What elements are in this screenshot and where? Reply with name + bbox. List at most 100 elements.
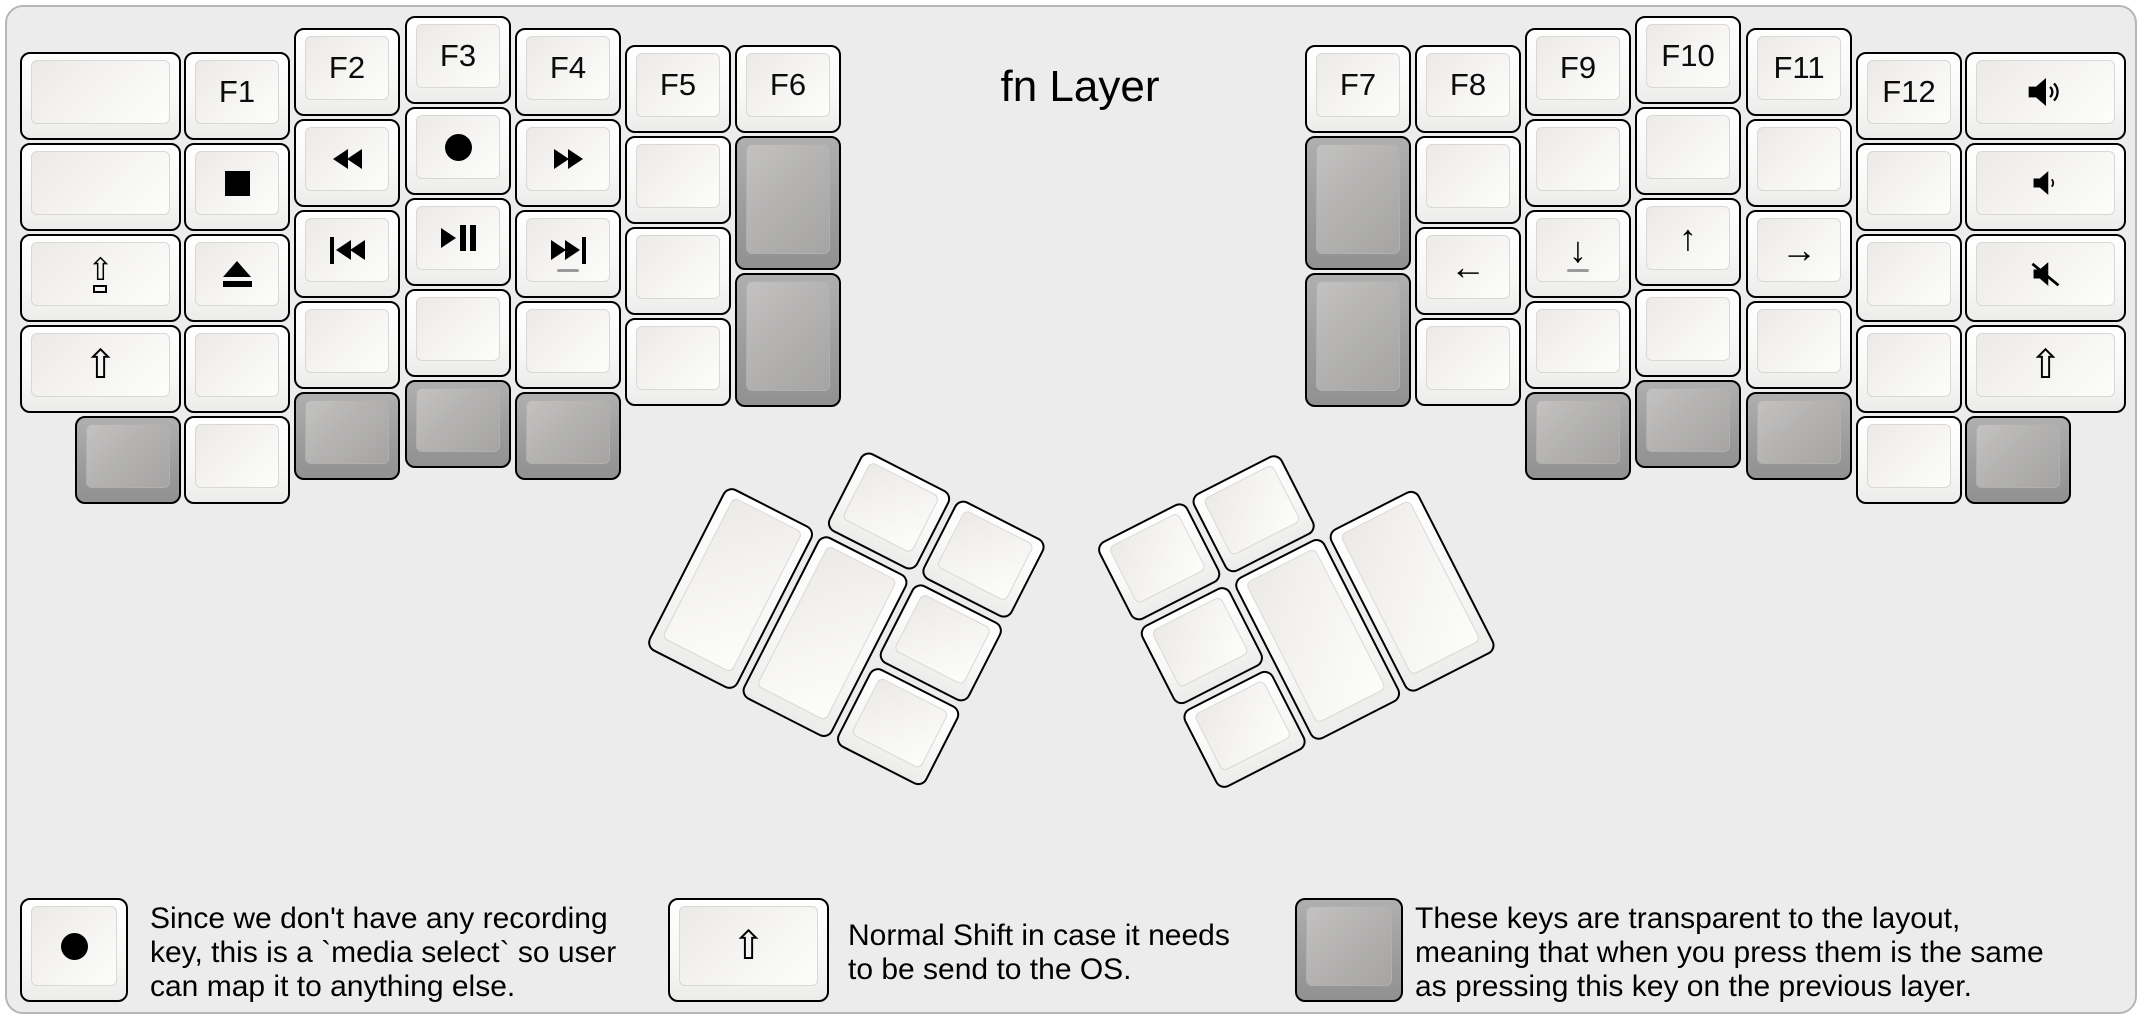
keytop (1976, 151, 2115, 215)
keytop (1867, 333, 1951, 397)
key-transparent[interactable] (75, 416, 181, 504)
keytop (1646, 388, 1730, 452)
key-shift[interactable]: ⇧ (20, 325, 181, 413)
key-f9[interactable]: F9 (1525, 28, 1631, 116)
key-f7[interactable]: F7 (1305, 45, 1411, 133)
key-legend-record[interactable] (20, 898, 128, 1002)
shift-icon: ⇧ (83, 343, 118, 387)
key-blank[interactable] (1525, 301, 1631, 389)
key-transparent[interactable] (1525, 392, 1631, 480)
keytop (636, 326, 720, 390)
key-transparent[interactable] (294, 392, 400, 480)
key-f1[interactable]: F1 (184, 52, 290, 140)
key-blank[interactable] (1856, 234, 1962, 322)
key-rewind[interactable] (294, 119, 400, 207)
key-transparent[interactable] (1965, 416, 2071, 504)
key-blank[interactable] (625, 227, 731, 315)
key-blank[interactable] (294, 301, 400, 389)
key-transparent[interactable] (405, 380, 511, 468)
key-stop[interactable] (184, 143, 290, 231)
key-caps-lock[interactable]: ⇧ (20, 234, 181, 322)
key-previous-track[interactable] (294, 210, 400, 298)
key-legend-transparent[interactable] (1295, 898, 1403, 1002)
key-blank[interactable] (1525, 119, 1631, 207)
key-f8[interactable]: F8 (1415, 45, 1521, 133)
key-next-track[interactable] (515, 210, 621, 298)
key-f4[interactable]: F4 (515, 28, 621, 116)
keytop (526, 309, 610, 373)
key-f6[interactable]: F6 (735, 45, 841, 133)
key-transparent[interactable] (1305, 273, 1411, 407)
key-arrow-right[interactable]: → (1746, 210, 1852, 298)
key-arrow-left[interactable]: ← (1415, 227, 1521, 315)
key-f2[interactable]: F2 (294, 28, 400, 116)
keytop (746, 281, 830, 391)
keytop (746, 144, 830, 254)
key-transparent[interactable] (735, 136, 841, 270)
key-blank[interactable] (1746, 301, 1852, 389)
key-f5[interactable]: F5 (625, 45, 731, 133)
keytop (1536, 400, 1620, 464)
volume-down-icon (2033, 171, 2054, 195)
key-label: F3 (439, 38, 477, 73)
next-track-icon (550, 236, 586, 264)
keytop: ⇧ (1976, 333, 2115, 397)
key-arrow-up[interactable]: ↑ (1635, 198, 1741, 286)
key-f3[interactable]: F3 (405, 16, 511, 104)
previous-track-icon (329, 236, 365, 264)
keytop: ← (1426, 235, 1510, 299)
key-blank[interactable] (20, 143, 181, 231)
key-transparent[interactable] (1305, 136, 1411, 270)
key-transparent[interactable] (1746, 392, 1852, 480)
key-blank[interactable] (184, 325, 290, 413)
keytop (31, 906, 117, 986)
key-legend-shift[interactable]: ⇧ (668, 898, 829, 1002)
keytop (195, 333, 279, 397)
key-blank[interactable] (405, 289, 511, 377)
key-fast-forward[interactable] (515, 119, 621, 207)
key-f11[interactable]: F11 (1746, 28, 1852, 116)
key-blank[interactable] (1856, 416, 1962, 504)
keytop: F7 (1316, 53, 1400, 117)
key-blank[interactable] (1415, 136, 1521, 224)
keytop (1536, 309, 1620, 373)
stop-icon (224, 170, 250, 196)
key-transparent[interactable] (735, 273, 841, 407)
keytop: F2 (305, 36, 389, 100)
key-f12[interactable]: F12 (1856, 52, 1962, 140)
key-mute[interactable] (1965, 234, 2126, 322)
keytop: → (1757, 218, 1841, 282)
key-record[interactable] (405, 107, 511, 195)
key-blank[interactable] (184, 416, 290, 504)
key-transparent[interactable] (1635, 380, 1741, 468)
keytop (31, 60, 170, 124)
key-transparent[interactable] (515, 392, 621, 480)
key-shift[interactable]: ⇧ (1965, 325, 2126, 413)
key-blank[interactable] (625, 136, 731, 224)
key-blank[interactable] (625, 318, 731, 406)
play-pause-icon (440, 225, 476, 251)
key-blank[interactable] (1635, 107, 1741, 195)
key-play-pause[interactable] (405, 198, 511, 286)
key-f10[interactable]: F10 (1635, 16, 1741, 104)
key-label: F10 (1661, 38, 1715, 73)
key-blank[interactable] (1635, 289, 1741, 377)
key-blank[interactable] (20, 52, 181, 140)
key-blank[interactable] (1415, 318, 1521, 406)
keytop (1976, 424, 2060, 488)
keytop (893, 593, 992, 686)
key-volume-down[interactable] (1965, 143, 2126, 231)
key-volume-up[interactable] (1965, 52, 2126, 140)
keytop (526, 127, 610, 191)
key-blank[interactable] (1746, 119, 1852, 207)
key-blank[interactable] (515, 301, 621, 389)
key-eject[interactable] (184, 234, 290, 322)
key-arrow-down[interactable]: ↓ (1525, 210, 1631, 298)
key-label: F8 (1449, 67, 1487, 102)
key-blank[interactable] (1856, 325, 1962, 413)
keytop (86, 424, 170, 488)
key-label: F11 (1773, 50, 1825, 85)
key-blank[interactable] (1856, 143, 1962, 231)
